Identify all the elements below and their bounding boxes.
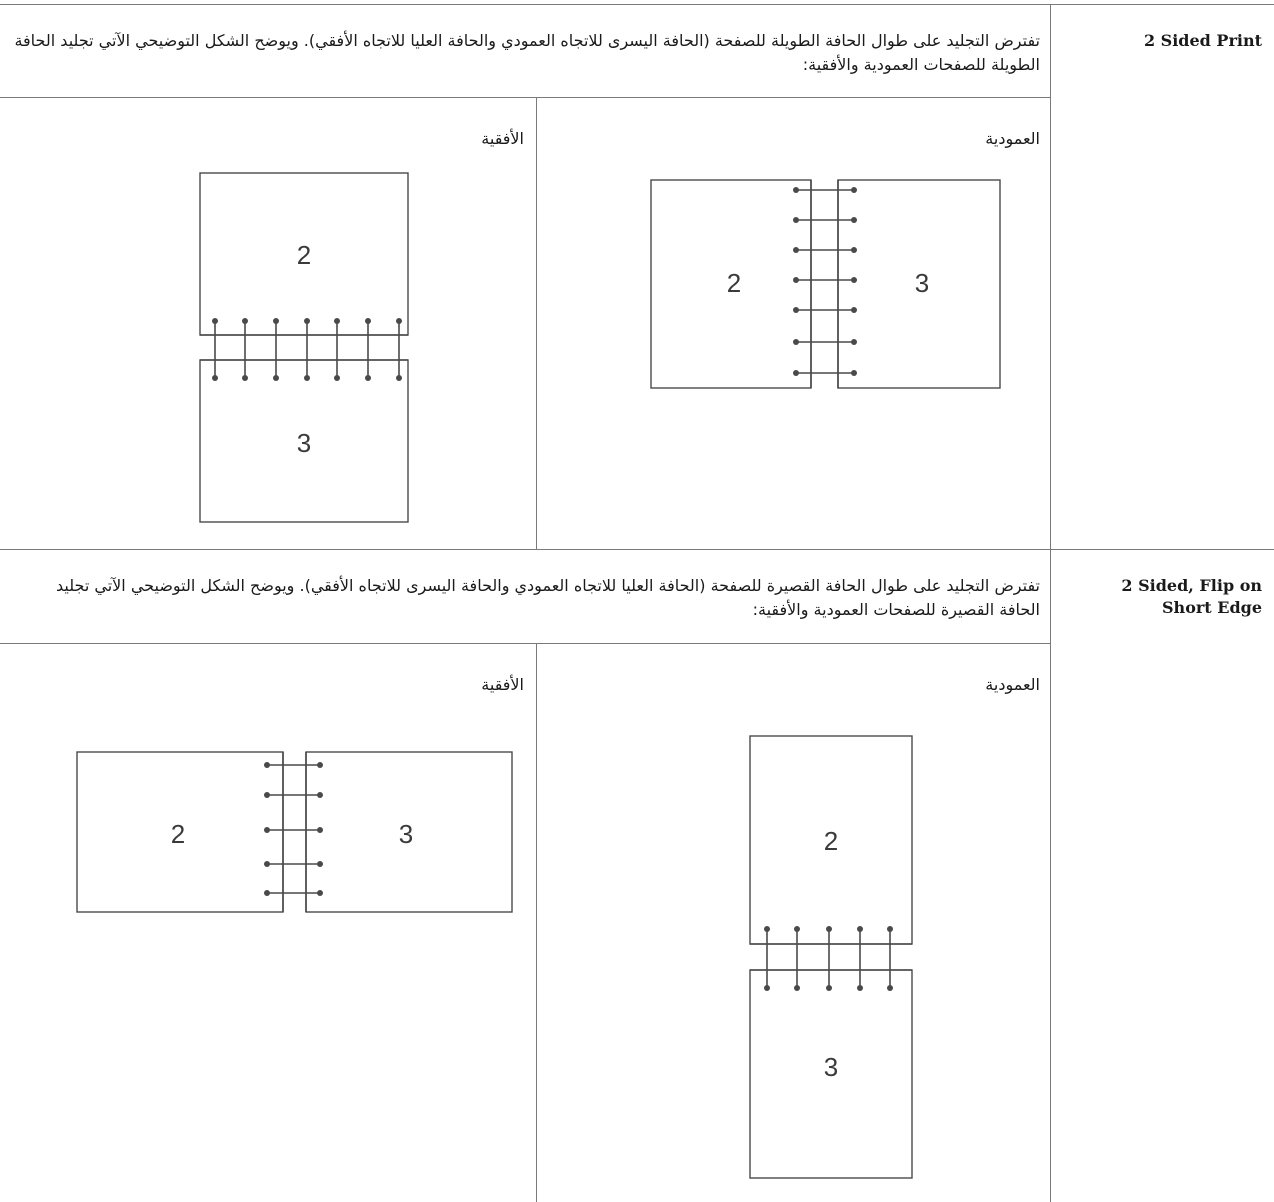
row-description: تفترض التجليد على طوال الحافة الطويلة لل… xyxy=(14,29,1040,77)
long-edge-portrait-figure: 2 3 xyxy=(650,178,1002,390)
page-number: 2 xyxy=(824,826,838,856)
short-edge-portrait-figure: 2 3 xyxy=(748,734,914,1180)
table-rule-top xyxy=(0,4,1274,5)
page-number: 3 xyxy=(399,819,413,849)
row-description: تفترض التجليد على طوال الحافة القصيرة لل… xyxy=(14,574,1040,622)
row-term: 2 Sided, Flip on Short Edge xyxy=(1084,575,1262,619)
table-rule-figure-split-2 xyxy=(536,643,537,1202)
table-rule-row-divider xyxy=(0,549,1274,550)
page-number: 2 xyxy=(727,268,741,298)
page-number: 3 xyxy=(824,1052,838,1082)
page-number: 3 xyxy=(297,428,311,458)
portrait-label: العمودية xyxy=(800,128,1040,150)
page-number: 3 xyxy=(915,268,929,298)
landscape-label: الأفقية xyxy=(280,674,524,696)
table-rule-row2-sub xyxy=(0,643,1050,644)
page-number: 2 xyxy=(297,240,311,270)
table-rule-figure-split-1 xyxy=(536,97,537,549)
page-number: 2 xyxy=(171,819,185,849)
landscape-label: الأفقية xyxy=(280,128,524,150)
long-edge-landscape-figure: 2 3 xyxy=(198,172,410,524)
table-rule-term-column xyxy=(1050,4,1051,1202)
short-edge-landscape-figure: 2 3 xyxy=(76,750,514,914)
table-rule-row1-sub xyxy=(0,97,1050,98)
row-term: 2 Sided Print xyxy=(1084,30,1262,52)
portrait-label: العمودية xyxy=(800,674,1040,696)
